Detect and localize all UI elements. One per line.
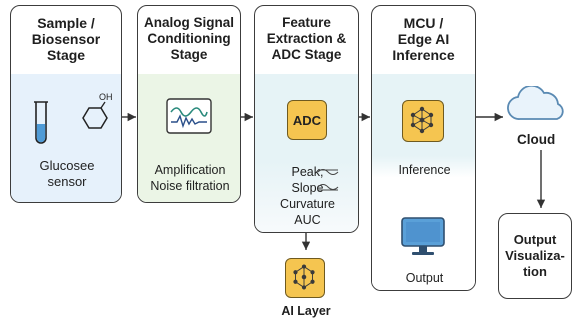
stage-mcu-edge-ai: MCU / Edge AI Inference Inference xyxy=(371,5,476,291)
adc-chip-icon: ADC xyxy=(287,100,327,140)
output-visualization-box: Output Visualiza- tion xyxy=(498,213,572,299)
feature-list: Peak, Slope Curvature AUC xyxy=(280,165,335,227)
cloud-label: Cloud xyxy=(517,132,556,147)
mini-waveform-icon xyxy=(317,169,339,191)
stage-feature-adc: Feature Extraction & ADC Stage ADC Peak,… xyxy=(254,5,359,233)
stage-title: MCU / Edge AI Inference xyxy=(392,15,455,63)
stage-body: Amplification Noise filtration xyxy=(138,74,240,202)
output-label: Output xyxy=(405,271,444,285)
waveform-icon xyxy=(166,98,212,134)
monitor-icon xyxy=(401,217,445,255)
stage-title: Analog Signal Conditioning Stage xyxy=(143,15,234,62)
test-tube-icon xyxy=(34,101,48,144)
stage-body: OH Glucosee sensor xyxy=(11,74,121,202)
stage-analog-conditioning: Analog Signal Conditioning Stage Amplifi… xyxy=(137,5,241,203)
stage-title: Feature Extraction & ADC Stage xyxy=(266,15,347,62)
hexagon-molecule-icon xyxy=(82,101,108,129)
ai-layer-label: AI Layer xyxy=(281,304,331,318)
stage-body: ADC Peak, Slope Curvature AUC xyxy=(255,74,358,232)
stage-sample-biosensor: Sample / Biosensor Stage OH Glucosee sen… xyxy=(10,5,122,203)
ai-layer-chip-icon xyxy=(285,258,325,298)
sensor-label: Glucosee sensor xyxy=(39,158,95,189)
stage-title: Sample / Biosensor Stage xyxy=(31,15,101,63)
cloud-icon xyxy=(507,86,564,120)
adc-chip-label: ADC xyxy=(292,112,322,128)
conditioning-steps: Amplification Noise filtration xyxy=(150,163,230,193)
molecule-label: OH xyxy=(99,92,113,102)
inference-label: Inference xyxy=(398,163,451,177)
neural-chip-icon xyxy=(402,100,444,142)
stage-body: Inference Output xyxy=(372,74,475,290)
